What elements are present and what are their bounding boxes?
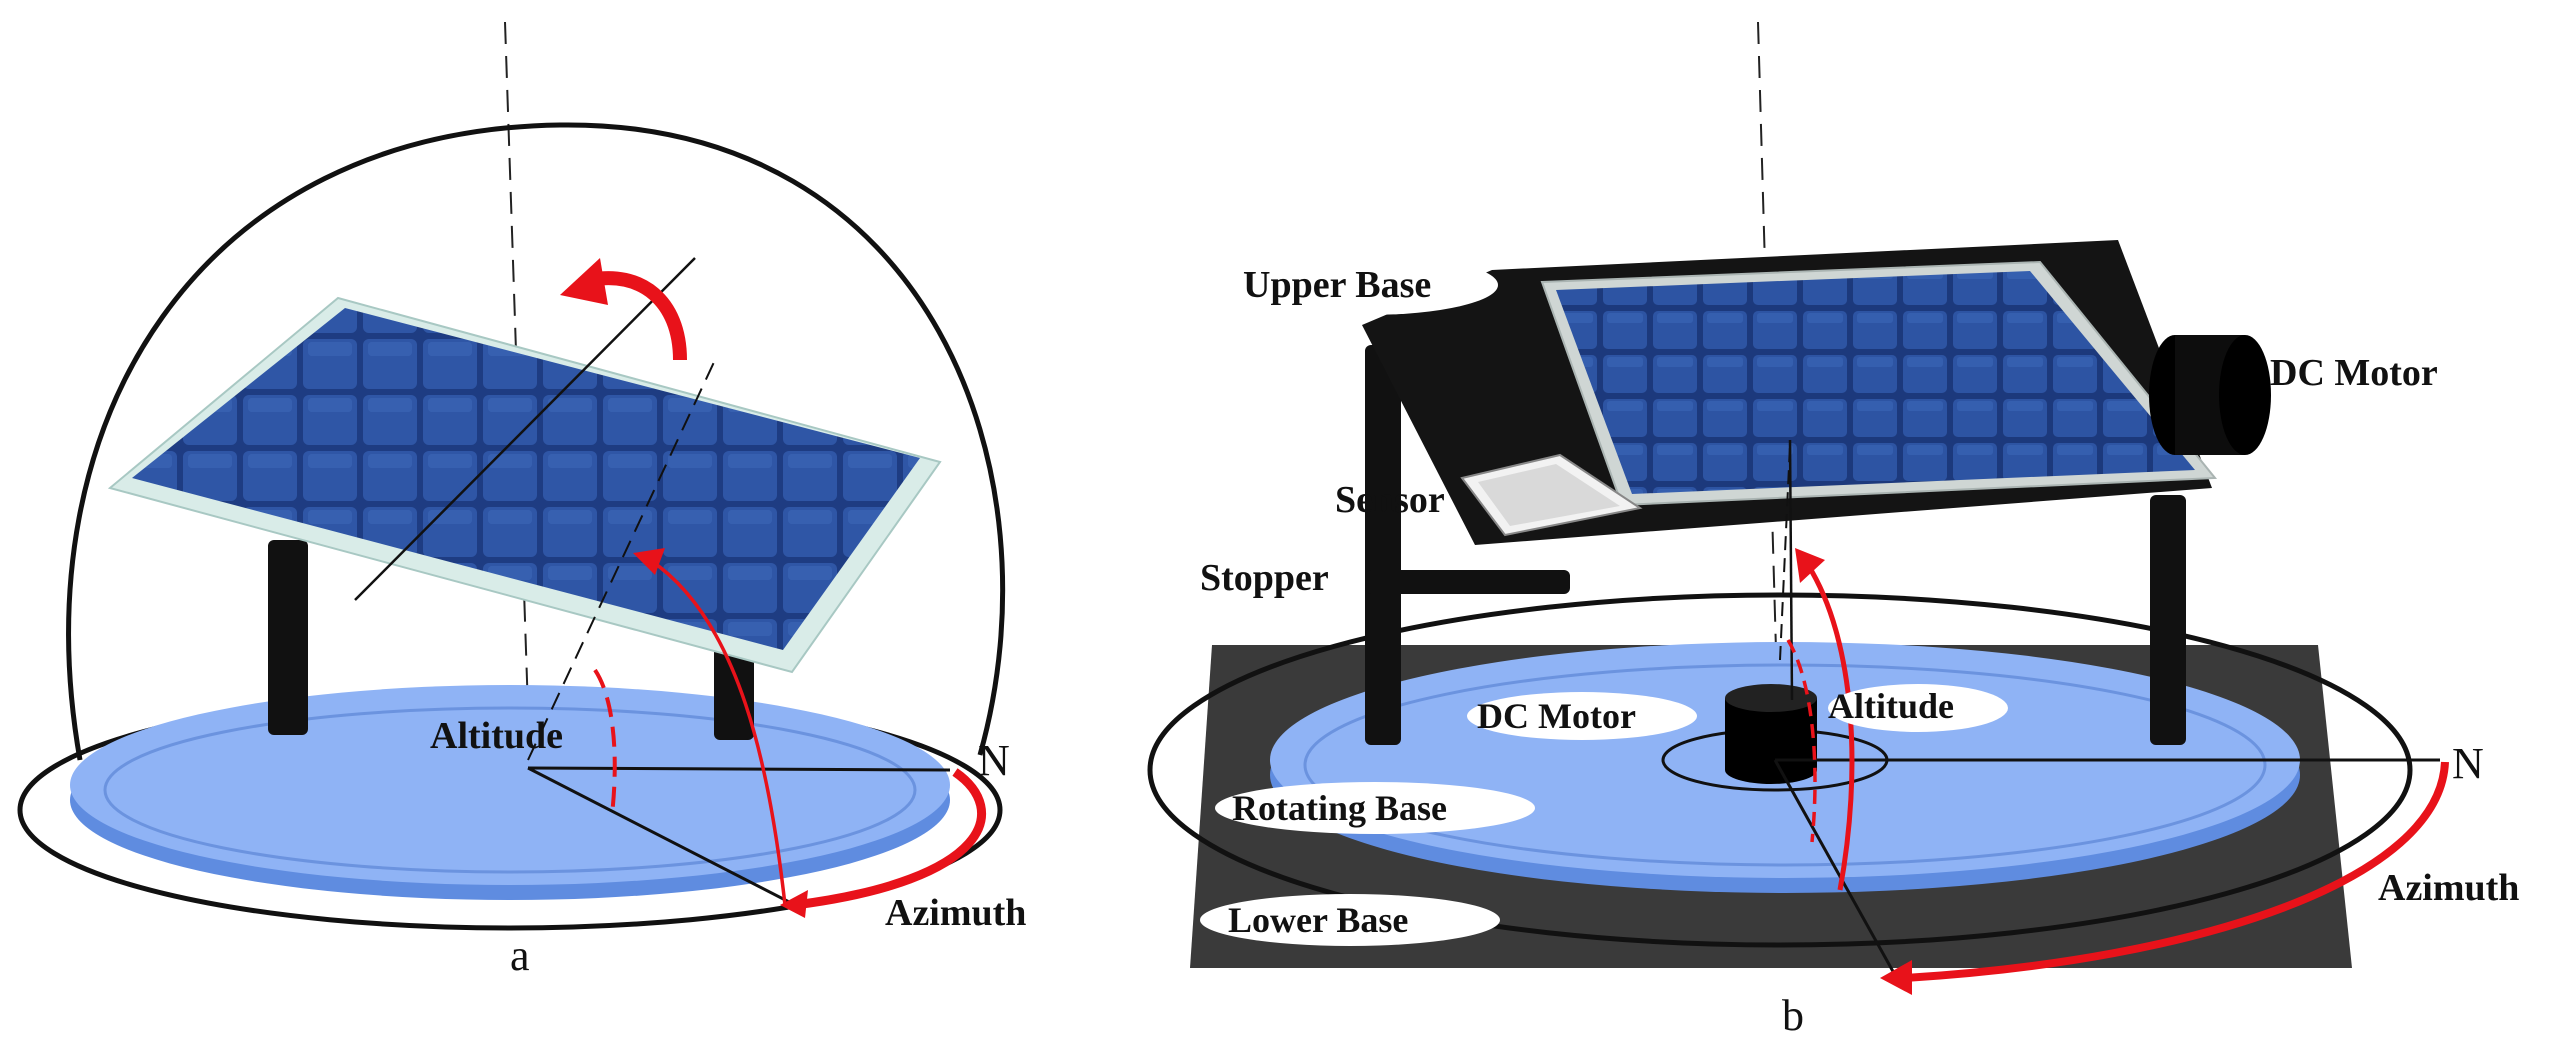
tilt-axis-line [354,257,696,601]
azimuth-label-a: Azimuth [885,892,1026,934]
azimuth-arrowhead [780,890,808,918]
stopper-bar [1365,570,1570,594]
altitude-label-pill-b [1828,684,2008,732]
panel-b: Upper Base DC Motor Sensor Stopper DC Mo… [1147,21,2519,1040]
dc-motor-base-label-pill [1467,692,1697,740]
azimuth-arrowhead-b [1880,960,1912,995]
panel-a: Altitude N Azimuth a [17,21,1026,980]
lower-base-label: Lower Base [1228,900,1408,940]
left-leg [1365,345,1401,745]
altitude-arrowhead-b [1795,548,1825,583]
solar-panel [107,296,942,674]
upper-base-label-pill [1238,255,1498,315]
rotating-base-label: Rotating Base [1232,788,1447,828]
north-direction-line [527,766,951,772]
right-leg [2150,495,2186,745]
solar-panel-b [1540,260,2218,507]
sun-projection-line [527,766,796,907]
north-label-a: N [978,736,1010,785]
azimuth-label-b: Azimuth [2378,867,2519,909]
rotating-base-label-pill [1215,782,1535,834]
dc-motor-top-label: DC Motor [2270,352,2438,394]
north-label-b: N [2452,739,2484,788]
panel-normal-dashed-line [527,359,716,761]
tilt-rotation-arrow [588,271,687,361]
altitude-arrowhead [633,548,665,575]
panel-b-caption: b [1782,991,1804,1040]
panel-a-caption: a [510,931,530,980]
celestial-dome-outline [66,122,1006,761]
sun-projection-line-b [1773,759,1897,976]
lower-base-label-pill [1200,894,1500,946]
altitude-label-a: Altitude [430,715,563,757]
horizon-ellipse-b [1147,592,2413,948]
tilt-rotation-arrowhead [560,258,608,305]
dc-motor-base-label: DC Motor [1477,696,1636,736]
dc-motor-base [1725,684,1817,784]
stopper-label: Stopper [1200,557,1329,599]
azimuth-arrow-b [1904,761,2449,982]
altitude-dashed-arc-b [1786,639,1817,843]
azimuth-arrow [794,768,987,910]
altitude-dashed-arc [593,668,617,816]
sensor-label: Sensor [1335,479,1445,521]
left-support-post [268,540,308,735]
altitude-arrow [649,558,787,906]
dc-motor-top [2149,335,2271,455]
panel-normal-dashed-line-b [1779,444,1791,661]
altitude-label-b: Altitude [1828,686,1954,726]
sensor-box [1460,453,1643,537]
upper-base-label: Upper Base [1243,264,1431,306]
vertical-axis-b [1788,439,1794,701]
